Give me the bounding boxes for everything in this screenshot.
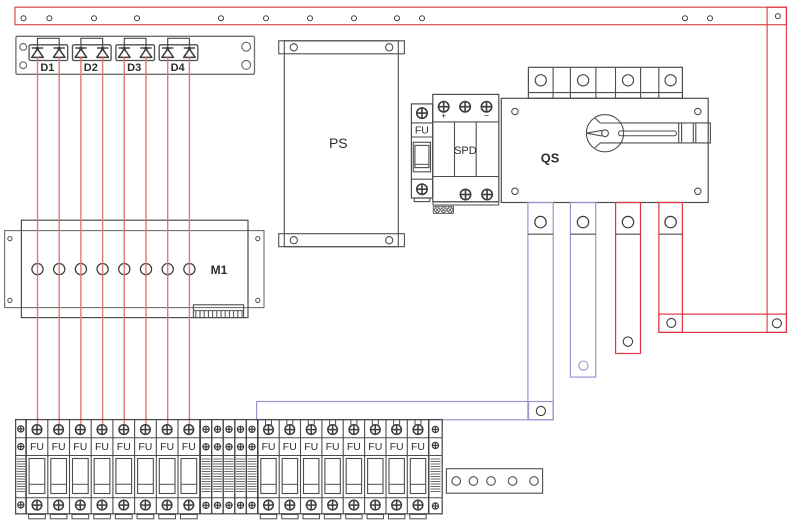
svg-text:FU: FU	[73, 441, 87, 453]
svg-text:−: −	[484, 111, 489, 121]
svg-text:FU: FU	[415, 125, 429, 137]
svg-text:FU: FU	[138, 441, 152, 453]
svg-text:FU: FU	[347, 441, 361, 453]
svg-text:FU: FU	[411, 441, 425, 453]
svg-text:FU: FU	[283, 441, 297, 453]
svg-text:D4: D4	[171, 62, 186, 74]
svg-text:FU: FU	[95, 441, 109, 453]
svg-text:D3: D3	[127, 62, 141, 74]
svg-text:FU: FU	[304, 441, 318, 453]
svg-text:FU: FU	[182, 441, 196, 453]
svg-text:FU: FU	[52, 441, 66, 453]
svg-text:D1: D1	[40, 62, 54, 74]
svg-text:PS: PS	[329, 135, 348, 151]
svg-text:+: +	[441, 111, 446, 121]
svg-text:FU: FU	[117, 441, 131, 453]
svg-text:FU: FU	[368, 441, 382, 453]
svg-text:QS: QS	[541, 150, 560, 165]
svg-text:D2: D2	[84, 62, 98, 74]
svg-text:SPD: SPD	[454, 145, 477, 157]
svg-text:FU: FU	[160, 441, 174, 453]
svg-text:FU: FU	[30, 441, 44, 453]
svg-text:FU: FU	[262, 441, 276, 453]
svg-text:FU: FU	[390, 441, 404, 453]
svg-text:M1: M1	[211, 263, 228, 277]
svg-text:FU: FU	[326, 441, 340, 453]
